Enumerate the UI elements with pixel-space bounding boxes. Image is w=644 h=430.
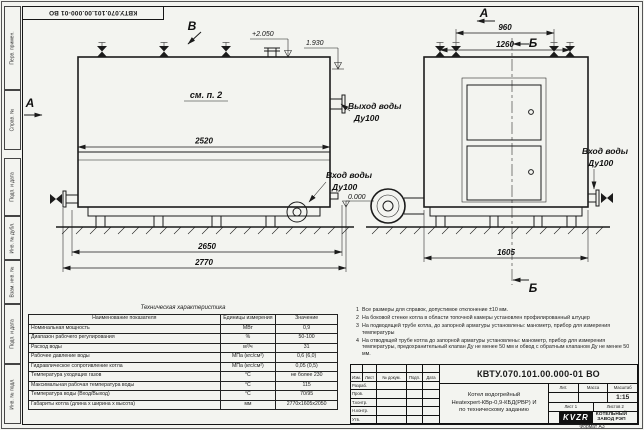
margin-stamp-perv-primen: Перв. примен.	[4, 6, 21, 90]
spec-table-block: Техническая характеристика Наименование …	[28, 305, 338, 410]
side-dim-top-outer: 1260	[496, 40, 514, 49]
columns-header-row: Изм. Лист № докум. Подп. Дата	[351, 373, 439, 382]
see-note-ref: см. п. 2	[190, 90, 222, 100]
ground-front	[56, 226, 354, 235]
doc-number: КВТУ.070.101.00.000-01 ВО	[440, 365, 637, 384]
spec-row: Диапазон рабочего регулирования%50-100	[28, 333, 338, 344]
mass-value	[579, 392, 609, 402]
sheet-inner-frame	[22, 6, 639, 425]
elevation-top: +2.050	[252, 31, 274, 38]
margin-stamp-inv-dubl: Инв. № дубл.	[4, 216, 21, 260]
top-valves-front	[97, 42, 280, 57]
inlet-side-label-line1: Вход воды	[582, 146, 629, 156]
section-marker-b-bottom: Б	[529, 281, 538, 295]
role-row: Пров.	[351, 390, 439, 399]
side-dim-overall: 1605	[497, 248, 515, 257]
pipe-labels: Выход воды Ду100 Вход воды Ду100 Вход во…	[308, 101, 629, 203]
company-name: КОТЕЛЬНЫЙ ЗАВОД РЭП	[595, 411, 627, 423]
margin-stamp-inv-podl: Инв. № подл.	[4, 364, 21, 424]
product-title: Котел водогрейный Heatexpert-КВр-0,9-КБД…	[440, 383, 549, 423]
sheets-cell: Листов 2	[606, 404, 624, 410]
burner	[370, 188, 424, 224]
lower-door	[466, 145, 542, 201]
title-block-info: Лит. Масса Масштаб 1:15 Лист 1 Листов 2	[549, 383, 637, 423]
scale-label: Масштаб	[613, 385, 632, 391]
front-dim-body: 2520	[194, 137, 213, 146]
margin-stamp-podp-data-2: Подп. и дата	[4, 304, 21, 364]
change-row	[351, 365, 439, 374]
title-block: Изм. Лист № докум. Подп. Дата Разраб. Пр…	[350, 364, 638, 424]
view-markers-front: А В см. п. 2	[24, 19, 228, 118]
elevation-mid: 1.930	[306, 40, 324, 47]
water-inlet-front	[286, 192, 339, 223]
water-inlet-side-stub	[587, 189, 613, 207]
inlet-front-label-line2: Ду100	[331, 182, 358, 192]
margin-stamp-podp-data-1: Подп. и дата	[4, 158, 21, 216]
mass-label: Масса	[579, 383, 609, 392]
elevation-marks: +2.050 1.930 0.000	[250, 31, 374, 208]
spec-row: Габариты котла (длина х ширина х высота)…	[28, 399, 338, 410]
front-dim-base: 2650	[197, 242, 216, 251]
view-marker-a-top: А	[479, 6, 489, 20]
title-block-left: Изм. Лист № докум. Подп. Дата Разраб. Пр…	[351, 365, 440, 423]
boiler-body-side	[423, 56, 589, 208]
role-row: Разраб.	[351, 381, 439, 391]
lit-value	[549, 392, 579, 402]
role-row: Н.контр.	[351, 407, 439, 416]
title-block-right: КВТУ.070.101.00.000-01 ВО Котел водогрей…	[440, 365, 637, 423]
format-note: Формат А3	[579, 423, 605, 430]
inlet-front-label-line1: Вход воды	[326, 170, 373, 180]
company-logo: KVZR	[559, 411, 593, 423]
dimensions-side: 960 1260 1605	[423, 23, 589, 262]
margin-stamp-sprav: Справ. №	[4, 90, 21, 150]
section-marker-b-top: Б	[529, 36, 538, 50]
spec-table-title: Техническая характеристика	[140, 305, 226, 311]
upper-door	[466, 84, 542, 141]
side-dim-top-inner: 960	[498, 23, 512, 32]
outlet-label-line2: Ду100	[353, 113, 380, 123]
drain-stub-left	[50, 190, 79, 208]
margin-stamp-vzam-inv: Взам. инв. №	[4, 260, 21, 304]
company-cell: KVZR КОТЕЛЬНЫЙ ЗАВОД РЭП	[549, 412, 637, 423]
spec-table: Наименование показателя Единицы измерени…	[28, 314, 338, 410]
role-row: Утв.	[351, 415, 439, 423]
section-marker-v-top: В	[188, 19, 197, 33]
side-view	[370, 42, 613, 228]
lit-label: Лит.	[549, 383, 579, 392]
lower-door-handle	[528, 169, 534, 175]
role-row: Т.контр.	[351, 398, 439, 408]
elevation-zero: 0.000	[348, 194, 366, 201]
upper-door-handle	[528, 109, 534, 115]
outlet-label-line1: Выход воды	[348, 101, 402, 111]
front-view	[50, 42, 346, 228]
scale-value: 1:15	[616, 393, 630, 401]
boiler-body-front	[77, 56, 331, 208]
view-markers-side: А Б Б	[476, 6, 538, 295]
water-outlet-stub	[329, 94, 346, 114]
dimensions-front: 2520 2650 2770	[62, 137, 347, 272]
sheet-cell: Лист 1	[549, 402, 594, 411]
section-marker-a-left: А	[25, 96, 35, 110]
spec-header-row: Наименование показателя Единицы измерени…	[28, 314, 338, 325]
inlet-side-label-line2: Ду100	[587, 158, 614, 168]
front-dim-overall: 2770	[194, 258, 213, 267]
ground-side	[366, 226, 610, 235]
